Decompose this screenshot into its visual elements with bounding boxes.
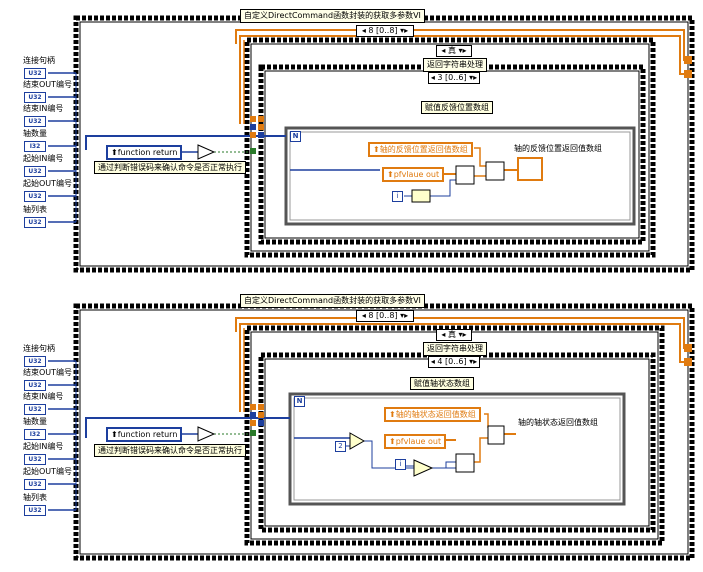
input-type-tag: U32 bbox=[24, 116, 46, 127]
input-label: 结束IN编号 bbox=[23, 104, 64, 113]
local-var-pfvalue: ⬆pfvlaue out bbox=[382, 167, 445, 182]
bottom-diagram-panel: U32 U32 U32 I32 U32 U32 U32 连接句柄 结束OUT编号… bbox=[0, 288, 703, 572]
output-label: 轴的轴状态返回值数组 bbox=[518, 418, 598, 427]
vi-title: 自定义DirectCommand函数封装的获取多参数VI bbox=[240, 294, 425, 308]
loop-count-terminal: N bbox=[294, 396, 305, 407]
input-label: 连接句柄 bbox=[23, 344, 55, 353]
input-type-tag: U32 bbox=[24, 166, 46, 177]
compare-note: 通过判断错误码来确认命令是否正常执行 bbox=[94, 161, 246, 174]
compare-note: 通过判断错误码来确认命令是否正常执行 bbox=[94, 444, 246, 457]
input-label: 结束IN编号 bbox=[23, 392, 64, 401]
input-label: 起始IN编号 bbox=[23, 442, 64, 451]
input-type-tag: U32 bbox=[24, 380, 46, 391]
section-label: 赋值反馈位置数组 bbox=[421, 101, 493, 114]
input-label: 起始OUT编号 bbox=[23, 467, 73, 476]
inner-case-selector[interactable]: ◂ 3 [0..6] ▾▸ bbox=[428, 72, 480, 84]
top-wires bbox=[48, 15, 695, 273]
input-label: 轴数量 bbox=[23, 417, 47, 426]
function-return-var: ⬆function return bbox=[106, 427, 183, 442]
loop-count-terminal: N bbox=[290, 131, 301, 142]
input-type-tag: U32 bbox=[24, 505, 46, 516]
loop-index-terminal: i bbox=[392, 191, 403, 202]
input-label: 起始IN编号 bbox=[23, 154, 64, 163]
input-type-tag: U32 bbox=[24, 356, 46, 367]
input-type-tag: U32 bbox=[24, 92, 46, 103]
bool-case-selector[interactable]: ◂ 真 ▾▸ bbox=[436, 45, 472, 57]
bool-case-selector[interactable]: ◂ 真 ▾▸ bbox=[436, 329, 472, 341]
string-proc-label: 返回字符串处理 bbox=[423, 58, 487, 72]
input-type-tag: U32 bbox=[24, 454, 46, 465]
input-type-tag: U32 bbox=[24, 404, 46, 415]
input-label: 结束OUT编号 bbox=[23, 80, 73, 89]
input-label: 轴列表 bbox=[23, 493, 47, 502]
local-var-array: ⬆轴的反馈位置返回值数组 bbox=[368, 142, 473, 157]
vi-title: 自定义DirectCommand函数封装的获取多参数VI bbox=[240, 9, 425, 23]
inner-case-selector[interactable]: ◂ 4 [0..6] ▾▸ bbox=[428, 356, 480, 368]
local-var-pfvalue: ⬆pfvlaue out bbox=[384, 434, 447, 449]
input-type-tag: U32 bbox=[24, 479, 46, 490]
input-label: 轴数量 bbox=[23, 129, 47, 138]
section-label: 赋值轴状态数组 bbox=[410, 377, 474, 390]
output-label: 轴的反馈位置返回值数组 bbox=[514, 144, 602, 153]
local-var-array: ⬆轴的轴状态返回值数组 bbox=[384, 407, 481, 422]
input-label: 轴列表 bbox=[23, 205, 47, 214]
function-return-var: ⬆function return bbox=[106, 145, 183, 160]
outer-case-selector[interactable]: ◂ 8 [0..8] ▾▸ bbox=[356, 25, 414, 37]
outer-case-selector[interactable]: ◂ 8 [0..8] ▾▸ bbox=[356, 310, 414, 322]
input-label: 连接句柄 bbox=[23, 56, 55, 65]
constant-two: 2 bbox=[335, 441, 346, 452]
string-proc-label: 返回字符串处理 bbox=[423, 342, 487, 356]
top-diagram-panel: U32 U32 U32 I32 U32 U32 U32 连接句柄 结束OUT编号… bbox=[0, 0, 703, 284]
input-type-tag: U32 bbox=[24, 191, 46, 202]
input-type-tag: I32 bbox=[24, 141, 46, 152]
input-type-tag: U32 bbox=[24, 217, 46, 228]
loop-index-terminal: i bbox=[395, 459, 406, 470]
input-type-tag: I32 bbox=[24, 429, 46, 440]
input-type-tag: U32 bbox=[24, 68, 46, 79]
input-label: 结束OUT编号 bbox=[23, 368, 73, 377]
input-label: 起始OUT编号 bbox=[23, 179, 73, 188]
